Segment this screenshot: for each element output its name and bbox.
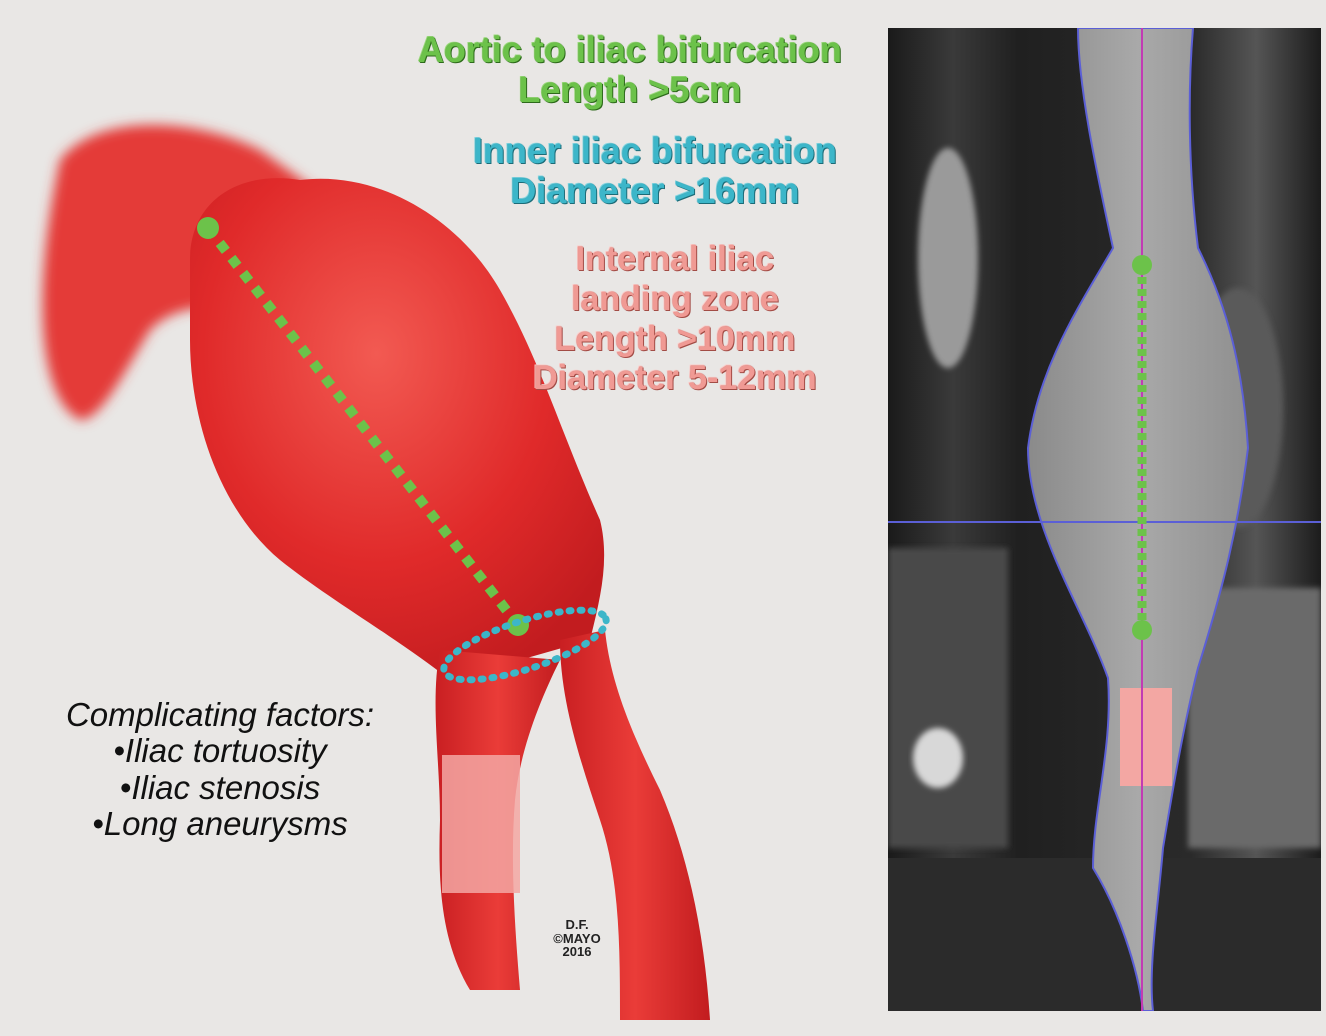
artist-credit: D.F. ©MAYO 2016 <box>532 918 622 959</box>
factor-item: •Long aneurysms <box>25 806 415 842</box>
complicating-factors-title: Complicating factors: <box>25 697 415 733</box>
right-iliac-limb <box>560 630 710 1020</box>
aortic-to-iliac-value: Length >5cm <box>380 70 880 110</box>
ct-landing-zone <box>1120 688 1172 786</box>
ct-aortic-length-end-marker <box>1132 620 1152 640</box>
landing-diameter: Diameter 5-12mm <box>470 359 880 399</box>
factor-item: •Iliac tortuosity <box>25 733 415 769</box>
aortic-to-iliac-title: Aortic to iliac bifurcation <box>380 30 880 70</box>
internal-iliac-landing-zone <box>442 755 520 893</box>
ct-structure <box>913 728 963 788</box>
credit-initials: D.F. <box>532 918 622 932</box>
aortic-length-start-marker <box>197 217 219 239</box>
complicating-factors: Complicating factors: •Iliac tortuosity … <box>25 697 415 842</box>
factor-item: •Iliac stenosis <box>25 770 415 806</box>
credit-year: 2016 <box>532 945 622 959</box>
landing-length: Length >10mm <box>470 320 880 360</box>
inner-iliac-diameter-label: Inner iliac bifurcation Diameter >16mm <box>430 131 880 212</box>
ct-aortic-length-start-marker <box>1132 255 1152 275</box>
ct-image <box>888 28 1321 1011</box>
ct-structure <box>918 148 978 368</box>
ct-structure <box>888 548 1008 848</box>
landing-title-1: Internal iliac <box>470 240 880 280</box>
inner-iliac-value: Diameter >16mm <box>430 171 880 211</box>
landing-title-2: landing zone <box>470 280 880 320</box>
ct-angiogram-panel <box>888 28 1321 1011</box>
aortic-to-iliac-length-label: Aortic to iliac bifurcation Length >5cm <box>380 30 880 111</box>
internal-iliac-landing-label: Internal iliac landing zone Length >10mm… <box>470 240 880 399</box>
credit-copyright: ©MAYO <box>532 932 622 946</box>
inner-iliac-title: Inner iliac bifurcation <box>430 131 880 171</box>
